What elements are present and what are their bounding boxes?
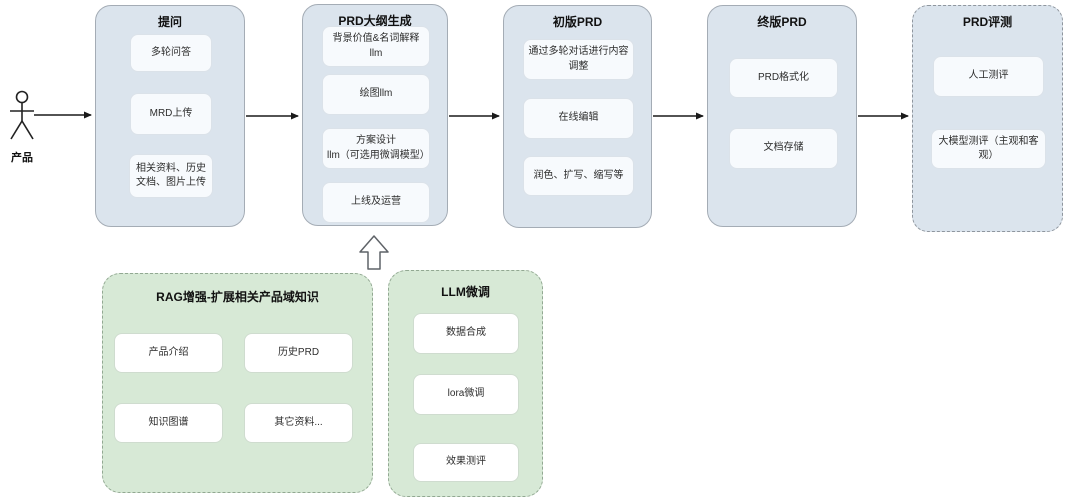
group-title: LLM微调	[441, 285, 490, 299]
stage-prd-outline: PRD大纲生成 背景价值&名词解释 llm 绘图llm 方案设计 llm（可选用…	[302, 4, 448, 226]
node-launch-operation: 上线及运营	[322, 182, 430, 223]
node-human-eval: 人工测评	[933, 56, 1044, 97]
node-online-edit: 在线编辑	[523, 98, 634, 139]
node-drawing-llm: 绘图llm	[322, 74, 430, 115]
node-lora-finetune: lora微调	[413, 374, 519, 415]
stage-draft-prd: 初版PRD 通过多轮对话进行内容调整 在线编辑 润色、扩写、缩写等	[503, 5, 652, 228]
node-prd-format: PRD格式化	[729, 58, 838, 98]
node-related-docs-upload: 相关资料、历史文档、图片上传	[129, 154, 213, 198]
stage-title: 初版PRD	[552, 15, 603, 29]
node-product-intro: 产品介绍	[114, 333, 223, 373]
group-llm-finetune: LLM微调 数据合成 lora微调 效果测评	[388, 270, 543, 497]
node-effect-eval: 效果测评	[413, 443, 519, 482]
node-data-synthesis: 数据合成	[413, 313, 519, 354]
node-other-materials: 其它资料...	[244, 403, 353, 443]
node-llm-eval: 大模型测评（主观和客观）	[931, 129, 1046, 169]
node-knowledge-graph: 知识图谱	[114, 403, 223, 443]
actor-product: 产品	[1, 90, 43, 165]
stage-title: PRD评测	[962, 15, 1013, 29]
group-title: RAG增强-扩展相关产品域知识	[156, 290, 319, 304]
node-polish-expand: 润色、扩写、缩写等	[523, 156, 634, 196]
stage-final-prd: 终版PRD PRD格式化 文档存储	[707, 5, 857, 227]
node-doc-storage: 文档存储	[729, 128, 838, 169]
node-mrd-upload: MRD上传	[130, 93, 212, 135]
node-multi-turn-qa: 多轮问答	[130, 34, 212, 72]
block-up-arrow-icon	[359, 235, 389, 270]
stage-prd-evaluation: PRD评测 人工测评 大模型测评（主观和客观）	[912, 5, 1063, 232]
actor-label: 产品	[11, 152, 33, 164]
group-rag-enhance: RAG增强-扩展相关产品域知识 产品介绍 历史PRD 知识图谱 其它资料...	[102, 273, 373, 493]
node-solution-design-llm: 方案设计 llm（可选用微调模型）	[322, 128, 430, 169]
stage-title: PRD大纲生成	[338, 14, 412, 28]
actor-icon	[10, 90, 34, 140]
stage-question: 提问 多轮问答 MRD上传 相关资料、历史文档、图片上传	[95, 5, 245, 227]
node-dialog-content-adjust: 通过多轮对话进行内容调整	[523, 39, 634, 80]
stage-title: 提问	[157, 15, 182, 29]
node-background-value-llm: 背景价值&名词解释 llm	[322, 26, 430, 67]
stage-title: 终版PRD	[757, 15, 807, 29]
node-history-prd: 历史PRD	[244, 333, 353, 373]
